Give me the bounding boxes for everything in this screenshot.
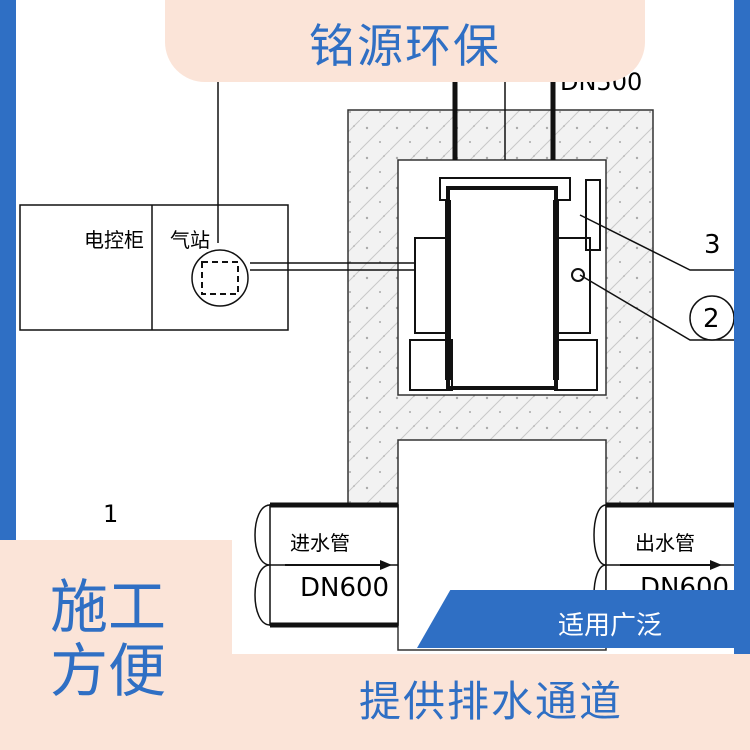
inlet-pipe [254,502,399,628]
inlet-spec-label: DN600 [300,573,390,603]
control-box [19,82,289,331]
outlet-pipe-label: 出水管 [635,531,695,555]
marker-2-label: 2 [703,304,720,334]
brand-ribbon [165,0,645,82]
leader-2 [579,274,740,341]
construction-tag [0,540,232,750]
top-pipe [452,70,556,160]
gate-device [409,177,601,391]
applicable-banner-text: 适用广泛 [557,611,662,641]
applicable-banner [417,590,750,648]
drainage-banner [232,654,750,750]
right-frame [734,0,750,750]
air-station-symbol [191,249,249,307]
marker-3-label: 3 [704,230,721,260]
control-cabinet-label: 电控柜 [84,228,144,252]
drainage-banner-text: 提供排水通道 [358,677,623,726]
air-station-label: 气站 [170,228,210,252]
leader-3 [579,214,740,271]
construction-tag-text: 施工 方便 [50,573,167,705]
air-line [250,262,415,271]
brand-title: 铭源环保 [309,19,501,73]
inlet-pipe-label: 进水管 [290,531,350,555]
marker-1-label: 1 [103,500,119,528]
